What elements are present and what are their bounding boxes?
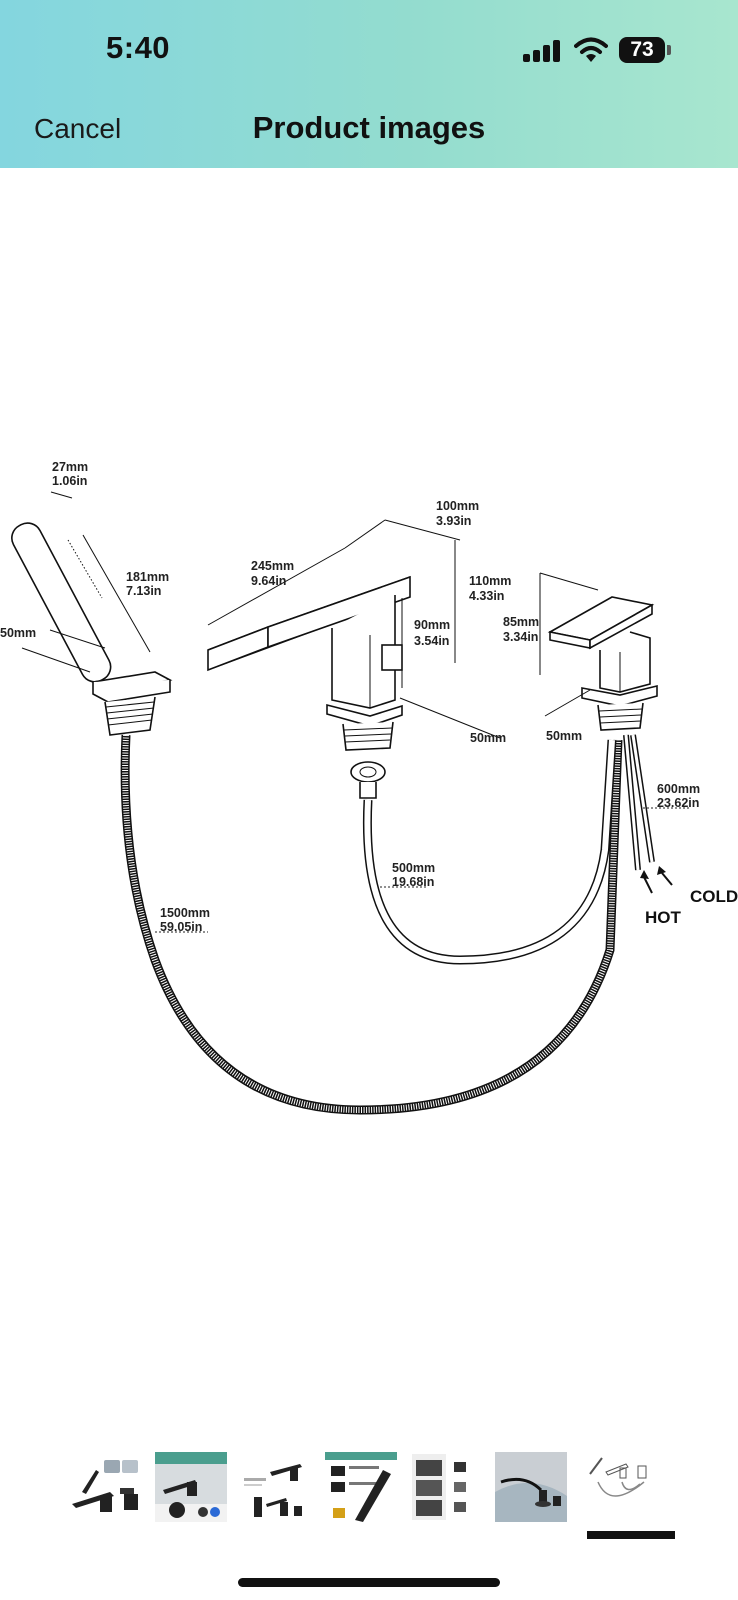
signal-icon	[523, 40, 561, 62]
label-lever-base-mm: 50mm	[546, 729, 582, 743]
page-title: Product images	[252, 110, 486, 145]
hand-shower-drawing	[11, 522, 173, 800]
label-supply-hose-mm: 600mm	[657, 782, 700, 796]
wifi-icon	[574, 37, 608, 62]
thumbnail-5[interactable]	[410, 1452, 482, 1522]
thumbnail-4[interactable]	[325, 1452, 397, 1522]
thumbnail-selected-indicator	[587, 1531, 675, 1539]
label-spout-hose-in: 19.68in	[392, 875, 434, 889]
lever-valve-drawing	[547, 596, 658, 731]
thumbnail-7-selected[interactable]	[580, 1452, 652, 1522]
label-spout-width-in: 3.93in	[436, 514, 471, 528]
thumbnail-6[interactable]	[495, 1452, 567, 1522]
label-spout-length-in: 9.64in	[251, 574, 286, 588]
label-spout-hose-mm: 500mm	[392, 861, 435, 875]
label-spout-clearance-mm: 90mm	[414, 618, 450, 632]
label-handle-width-in: 1.06in	[52, 474, 87, 488]
label-shower-hose-in: 59.05in	[160, 920, 202, 934]
battery-icon: 73	[619, 37, 665, 63]
label-handle-length-mm: 181mm	[126, 570, 169, 584]
label-left-base-mm: 50mm	[0, 626, 36, 640]
thumbnail-1[interactable]	[70, 1452, 142, 1522]
battery-nub	[667, 45, 671, 55]
label-supply-hose-in: 23.62in	[657, 796, 699, 810]
thumbnail-3[interactable]	[240, 1452, 312, 1522]
label-shower-hose-mm: 1500mm	[160, 906, 210, 920]
label-cold: COLD	[690, 887, 738, 906]
label-hot: HOT	[645, 908, 682, 927]
label-lever-height-mm: 85mm	[503, 615, 539, 629]
product-image-main[interactable]: 27mm 1.06in 181mm 7.13in 50mm 245mm 9.64…	[0, 168, 738, 1398]
label-spout-width-mm: 100mm	[436, 499, 479, 513]
spout-drawing	[207, 575, 411, 799]
thumbnail-strip	[70, 1452, 680, 1522]
header-bar: 5:40 73 Cancel Product images	[0, 0, 738, 168]
label-lever-height-in: 3.34in	[503, 630, 538, 644]
label-handle-length-in: 7.13in	[126, 584, 161, 598]
spout-hose	[362, 739, 617, 965]
dimension-lines	[21, 491, 599, 739]
label-spout-height-in: 4.33in	[469, 589, 504, 603]
label-handle-width-mm: 27mm	[52, 460, 88, 474]
label-spout-base-mm: 50mm	[470, 731, 506, 745]
status-time: 5:40	[106, 30, 171, 65]
label-spout-height-mm: 110mm	[469, 574, 511, 588]
cancel-button[interactable]: Cancel	[34, 113, 122, 144]
label-spout-clearance-in: 3.54in	[414, 634, 449, 648]
thumbnail-2[interactable]	[155, 1452, 227, 1522]
label-spout-length-mm: 245mm	[251, 559, 294, 573]
home-indicator[interactable]	[238, 1578, 500, 1587]
